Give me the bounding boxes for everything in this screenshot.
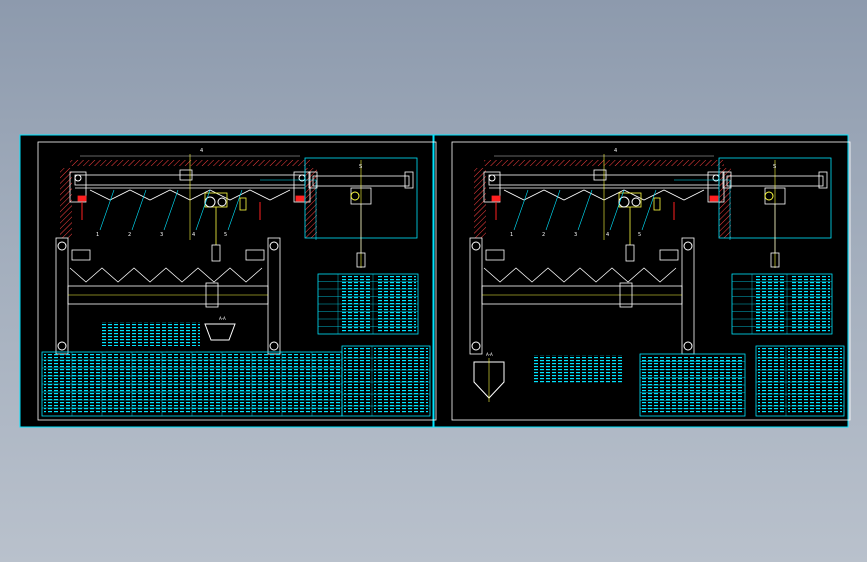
buffer-right (295, 195, 305, 202)
title-text (788, 348, 842, 414)
technical-notes (534, 355, 624, 383)
plan-trolley (205, 282, 219, 308)
plan-drive-left (485, 249, 505, 261)
leader-2 (131, 189, 147, 231)
sheet-1-drawing: 4 1 2 3 4 5 S A-A (37, 141, 437, 421)
sheet-2-drawing: 4 1 2 3 4 5 S A-A (451, 141, 851, 421)
hook-block (625, 244, 635, 262)
plan-wheel-3 (683, 241, 693, 251)
plan-wheel-4 (269, 341, 279, 351)
plan-wheel-2 (57, 341, 67, 351)
plan-wheel-2 (471, 341, 481, 351)
callout-4: 4 (192, 232, 195, 238)
callout-1: 1 (96, 232, 99, 238)
end-carriage-left (69, 171, 87, 203)
label-top-mark: 4 (200, 148, 203, 154)
label-section: A-A (486, 352, 493, 357)
plan-truss (69, 267, 263, 283)
wheel-left (74, 174, 82, 182)
wheel-left (488, 174, 496, 182)
hoist-drum (618, 196, 630, 208)
title-text (374, 348, 428, 414)
pendant-box (653, 197, 661, 211)
spec-text (754, 276, 784, 332)
spec-values (376, 276, 416, 332)
side-end-left (308, 171, 318, 189)
hoist-motor (631, 197, 641, 207)
side-end-right (404, 171, 414, 189)
buffer-left (77, 195, 87, 202)
label-top-mark: 4 (614, 148, 617, 154)
leader-3 (163, 189, 179, 231)
plan-drive-right (659, 249, 679, 261)
callout-5: 5 (638, 232, 641, 238)
inner-border (37, 141, 437, 421)
section-detail (473, 361, 505, 399)
title-labels (344, 348, 370, 414)
pendant-box (239, 197, 247, 211)
callout-3: 3 (574, 232, 577, 238)
leader-2 (545, 189, 561, 231)
trolley-cab (593, 169, 607, 181)
leader-3 (577, 189, 593, 231)
title-labels (758, 348, 784, 414)
side-end-right (818, 171, 828, 189)
end-carriage-left (483, 171, 501, 203)
leader-5 (641, 189, 657, 231)
title-block (755, 345, 845, 417)
leader-5 (227, 189, 243, 231)
column-hatch-left (60, 168, 72, 238)
spec-text (340, 276, 370, 332)
callout-1: 1 (510, 232, 513, 238)
buffer-left (491, 195, 501, 202)
callout-2: 2 (128, 232, 131, 238)
title-block (341, 345, 431, 417)
plan-trolley (619, 282, 633, 308)
plan-truss (483, 267, 677, 283)
buffer-right (709, 195, 719, 202)
bom-text (642, 356, 742, 414)
side-drum (350, 191, 360, 201)
section-detail (204, 323, 236, 341)
plan-wheel-1 (57, 241, 67, 251)
callout-5: 5 (224, 232, 227, 238)
spec-values (790, 276, 830, 332)
column-hatch-right (305, 168, 317, 238)
hook-block (211, 244, 221, 262)
plan-wheel-3 (269, 241, 279, 251)
label-span: S (773, 164, 776, 170)
hoist-motor (217, 197, 227, 207)
plan-drive-right (245, 249, 265, 261)
leader-1 (99, 189, 115, 231)
plan-wheel-1 (471, 241, 481, 251)
column-hatch-right (719, 168, 731, 238)
side-hook (356, 252, 366, 268)
column-hatch-left (474, 168, 486, 238)
technical-notes (100, 322, 200, 346)
plan-drive-left (71, 249, 91, 261)
bom-text (44, 354, 340, 414)
side-end-left (722, 171, 732, 189)
side-hook (770, 252, 780, 268)
end-carriage-right (293, 171, 311, 203)
leader-4 (195, 189, 211, 231)
label-span: S (359, 164, 362, 170)
callout-4: 4 (606, 232, 609, 238)
side-drum (764, 191, 774, 201)
label-section: A-A (219, 316, 226, 321)
plan-wheel-4 (683, 341, 693, 351)
leader-1 (513, 189, 529, 231)
callout-2: 2 (542, 232, 545, 238)
callout-3: 3 (160, 232, 163, 238)
inner-border (451, 141, 851, 421)
end-carriage-right (707, 171, 725, 203)
trolley-cab (179, 169, 193, 181)
leader-4 (609, 189, 625, 231)
hoist-drum (204, 196, 216, 208)
